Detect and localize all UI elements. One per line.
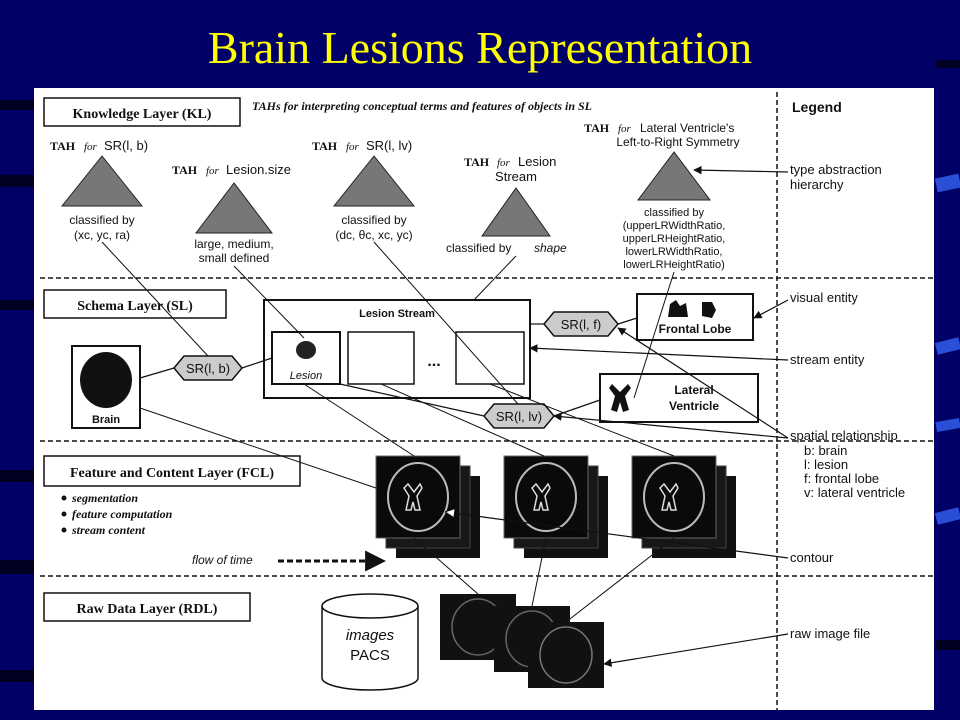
sl-to-fcl-links <box>139 383 675 489</box>
svg-text:SR(l, lv): SR(l, lv) <box>366 138 412 153</box>
frontal-lobe-entity: Frontal Lobe <box>636 293 754 341</box>
scan-stack-3 <box>631 455 736 558</box>
svg-text:for: for <box>618 123 632 135</box>
svg-text:Frontal Lobe: Frontal Lobe <box>659 322 732 336</box>
svg-text:segmentation: segmentation <box>71 491 138 505</box>
lesion-stream-box: Lesion Stream Lesion ... <box>263 299 531 399</box>
svg-text:images: images <box>346 627 395 644</box>
svg-text:TAH: TAH <box>464 155 490 169</box>
sr-lb-relationship: SR(l, b) <box>173 355 243 381</box>
svg-text:Lesion Stream: Lesion Stream <box>359 308 435 320</box>
lesion-blob <box>296 341 316 359</box>
svg-text:lowerLRHeightRatio): lowerLRHeightRatio) <box>623 259 725 271</box>
legend-v: v: lateral ventricle <box>804 485 905 500</box>
svg-text:classified by: classified by <box>644 207 704 219</box>
svg-text:flow of time: flow of time <box>192 553 253 567</box>
svg-text:Lateral: Lateral <box>674 383 713 397</box>
svg-text:for: for <box>206 165 220 177</box>
svg-text:Left-to-Right Symmetry: Left-to-Right Symmetry <box>616 135 739 149</box>
svg-text:Lesion: Lesion <box>290 370 322 382</box>
legend-spatial: spatial relationship <box>790 428 898 443</box>
slide-title: Brain Lesions Representation <box>207 22 753 73</box>
svg-text:small defined: small defined <box>199 251 270 265</box>
legend-raw-image: raw image file <box>790 626 870 641</box>
svg-text:for: for <box>497 157 511 169</box>
svg-text:Schema Layer (SL): Schema Layer (SL) <box>77 299 193 314</box>
svg-text:upperLRHeightRatio,: upperLRHeightRatio, <box>623 233 726 245</box>
legend-title: Legend <box>792 99 842 115</box>
legend-tah-2: hierarchy <box>790 177 844 192</box>
svg-text:stream content: stream content <box>71 523 146 537</box>
svg-text:Lesion: Lesion <box>518 154 556 169</box>
tah-lateral-ventricle-symmetry: TAH for Lateral Ventricle's Left-to-Righ… <box>584 121 740 271</box>
tah-sr-lb: TAH for SR(l, b) classified by (xc, yc, … <box>50 138 148 242</box>
layer-label-sl: Schema Layer (SL) <box>43 289 227 319</box>
svg-text:Brain: Brain <box>92 414 120 426</box>
svg-text:shape: shape <box>534 241 567 255</box>
layer-label-kl: Knowledge Layer (KL) <box>43 97 241 127</box>
svg-text:(dc, θc, xc, yc): (dc, θc, xc, yc) <box>335 228 412 242</box>
svg-text:SR(l, lv): SR(l, lv) <box>496 409 542 424</box>
svg-text:SR(l, b): SR(l, b) <box>104 138 148 153</box>
svg-text:SR(l, b): SR(l, b) <box>186 361 230 376</box>
fcl-to-rdl-links <box>413 537 675 623</box>
scan-stack-2 <box>503 455 608 558</box>
layer-label-fcl: Feature and Content Layer (FCL) <box>43 455 301 487</box>
svg-text:Lateral Ventricle's: Lateral Ventricle's <box>640 121 734 135</box>
layer-separators <box>40 92 934 710</box>
legend-contour: contour <box>790 550 834 565</box>
svg-text:Lesion.size: Lesion.size <box>226 162 291 177</box>
svg-text:for: for <box>346 141 360 153</box>
tah-lesion-stream: TAH for Lesion Stream classified by shap… <box>446 154 567 255</box>
legend-stream-entity: stream entity <box>790 352 865 367</box>
svg-text:TAH: TAH <box>172 163 198 177</box>
legend-tah-1: type abstraction <box>790 162 882 177</box>
brain-lesion-representation-diagram: Knowledge Layer (KL) TAHs for interpreti… <box>34 88 934 710</box>
kl-caption: TAHs for interpreting conceptual terms a… <box>252 99 592 113</box>
fcl-bullets: segmentation feature computation stream … <box>61 491 173 537</box>
layer-label-rdl: Raw Data Layer (RDL) <box>43 592 251 622</box>
svg-text:(xc, yc, ra): (xc, yc, ra) <box>74 228 130 242</box>
svg-text:large, medium,: large, medium, <box>194 237 273 251</box>
lateral-ventricle-entity: Lateral Ventricle <box>599 373 759 423</box>
svg-text:TAH: TAH <box>312 139 338 153</box>
brain-entity: Brain <box>71 345 141 429</box>
svg-text:Feature and Content Layer (FCL: Feature and Content Layer (FCL) <box>70 466 274 481</box>
sr-llv-relationship: SR(l, lv) <box>483 403 555 429</box>
svg-text:(upperLRWidthRatio,: (upperLRWidthRatio, <box>623 220 726 232</box>
svg-text:Stream: Stream <box>495 169 537 184</box>
svg-text:classified by: classified by <box>69 213 134 227</box>
svg-text:feature computation: feature computation <box>72 507 173 521</box>
svg-text:TAH: TAH <box>50 139 76 153</box>
svg-text:lowerLRWidthRatio,: lowerLRWidthRatio, <box>625 246 722 258</box>
stream-frame-n <box>455 331 525 385</box>
svg-text:Raw Data Layer (RDL): Raw Data Layer (RDL) <box>77 602 218 617</box>
legend-arrows <box>446 165 789 667</box>
legend-entries: type abstraction hierarchy visual entity… <box>790 162 905 641</box>
svg-text:Knowledge Layer (KL): Knowledge Layer (KL) <box>73 107 212 122</box>
scan-stack-1 <box>375 455 480 558</box>
legend-visual-entity: visual entity <box>790 290 858 305</box>
svg-text:PACS: PACS <box>350 647 390 664</box>
svg-text:SR(l, f): SR(l, f) <box>561 317 601 332</box>
flow-of-time: flow of time <box>192 550 387 572</box>
legend-l: l: lesion <box>804 457 848 472</box>
pacs-database: images PACS <box>321 593 419 691</box>
svg-text:Ventricle: Ventricle <box>669 399 719 413</box>
tah-sr-llv: TAH for SR(l, lv) classified by (dc, θc,… <box>312 138 416 242</box>
svg-text:for: for <box>84 141 98 153</box>
svg-text:classified by: classified by <box>341 213 406 227</box>
svg-text:TAH: TAH <box>584 121 610 135</box>
tah-lesion-size: TAH for Lesion.size large, medium, small… <box>172 162 291 265</box>
svg-text:...: ... <box>427 353 440 370</box>
sr-lf-relationship: SR(l, f) <box>543 311 619 337</box>
legend-f: f: frontal lobe <box>804 471 879 486</box>
stream-frame-2 <box>347 331 415 385</box>
raw-image-stack <box>440 594 604 688</box>
kl-to-sl-links <box>101 241 675 405</box>
legend-b: b: brain <box>804 443 847 458</box>
svg-text:classified by: classified by <box>446 241 511 255</box>
